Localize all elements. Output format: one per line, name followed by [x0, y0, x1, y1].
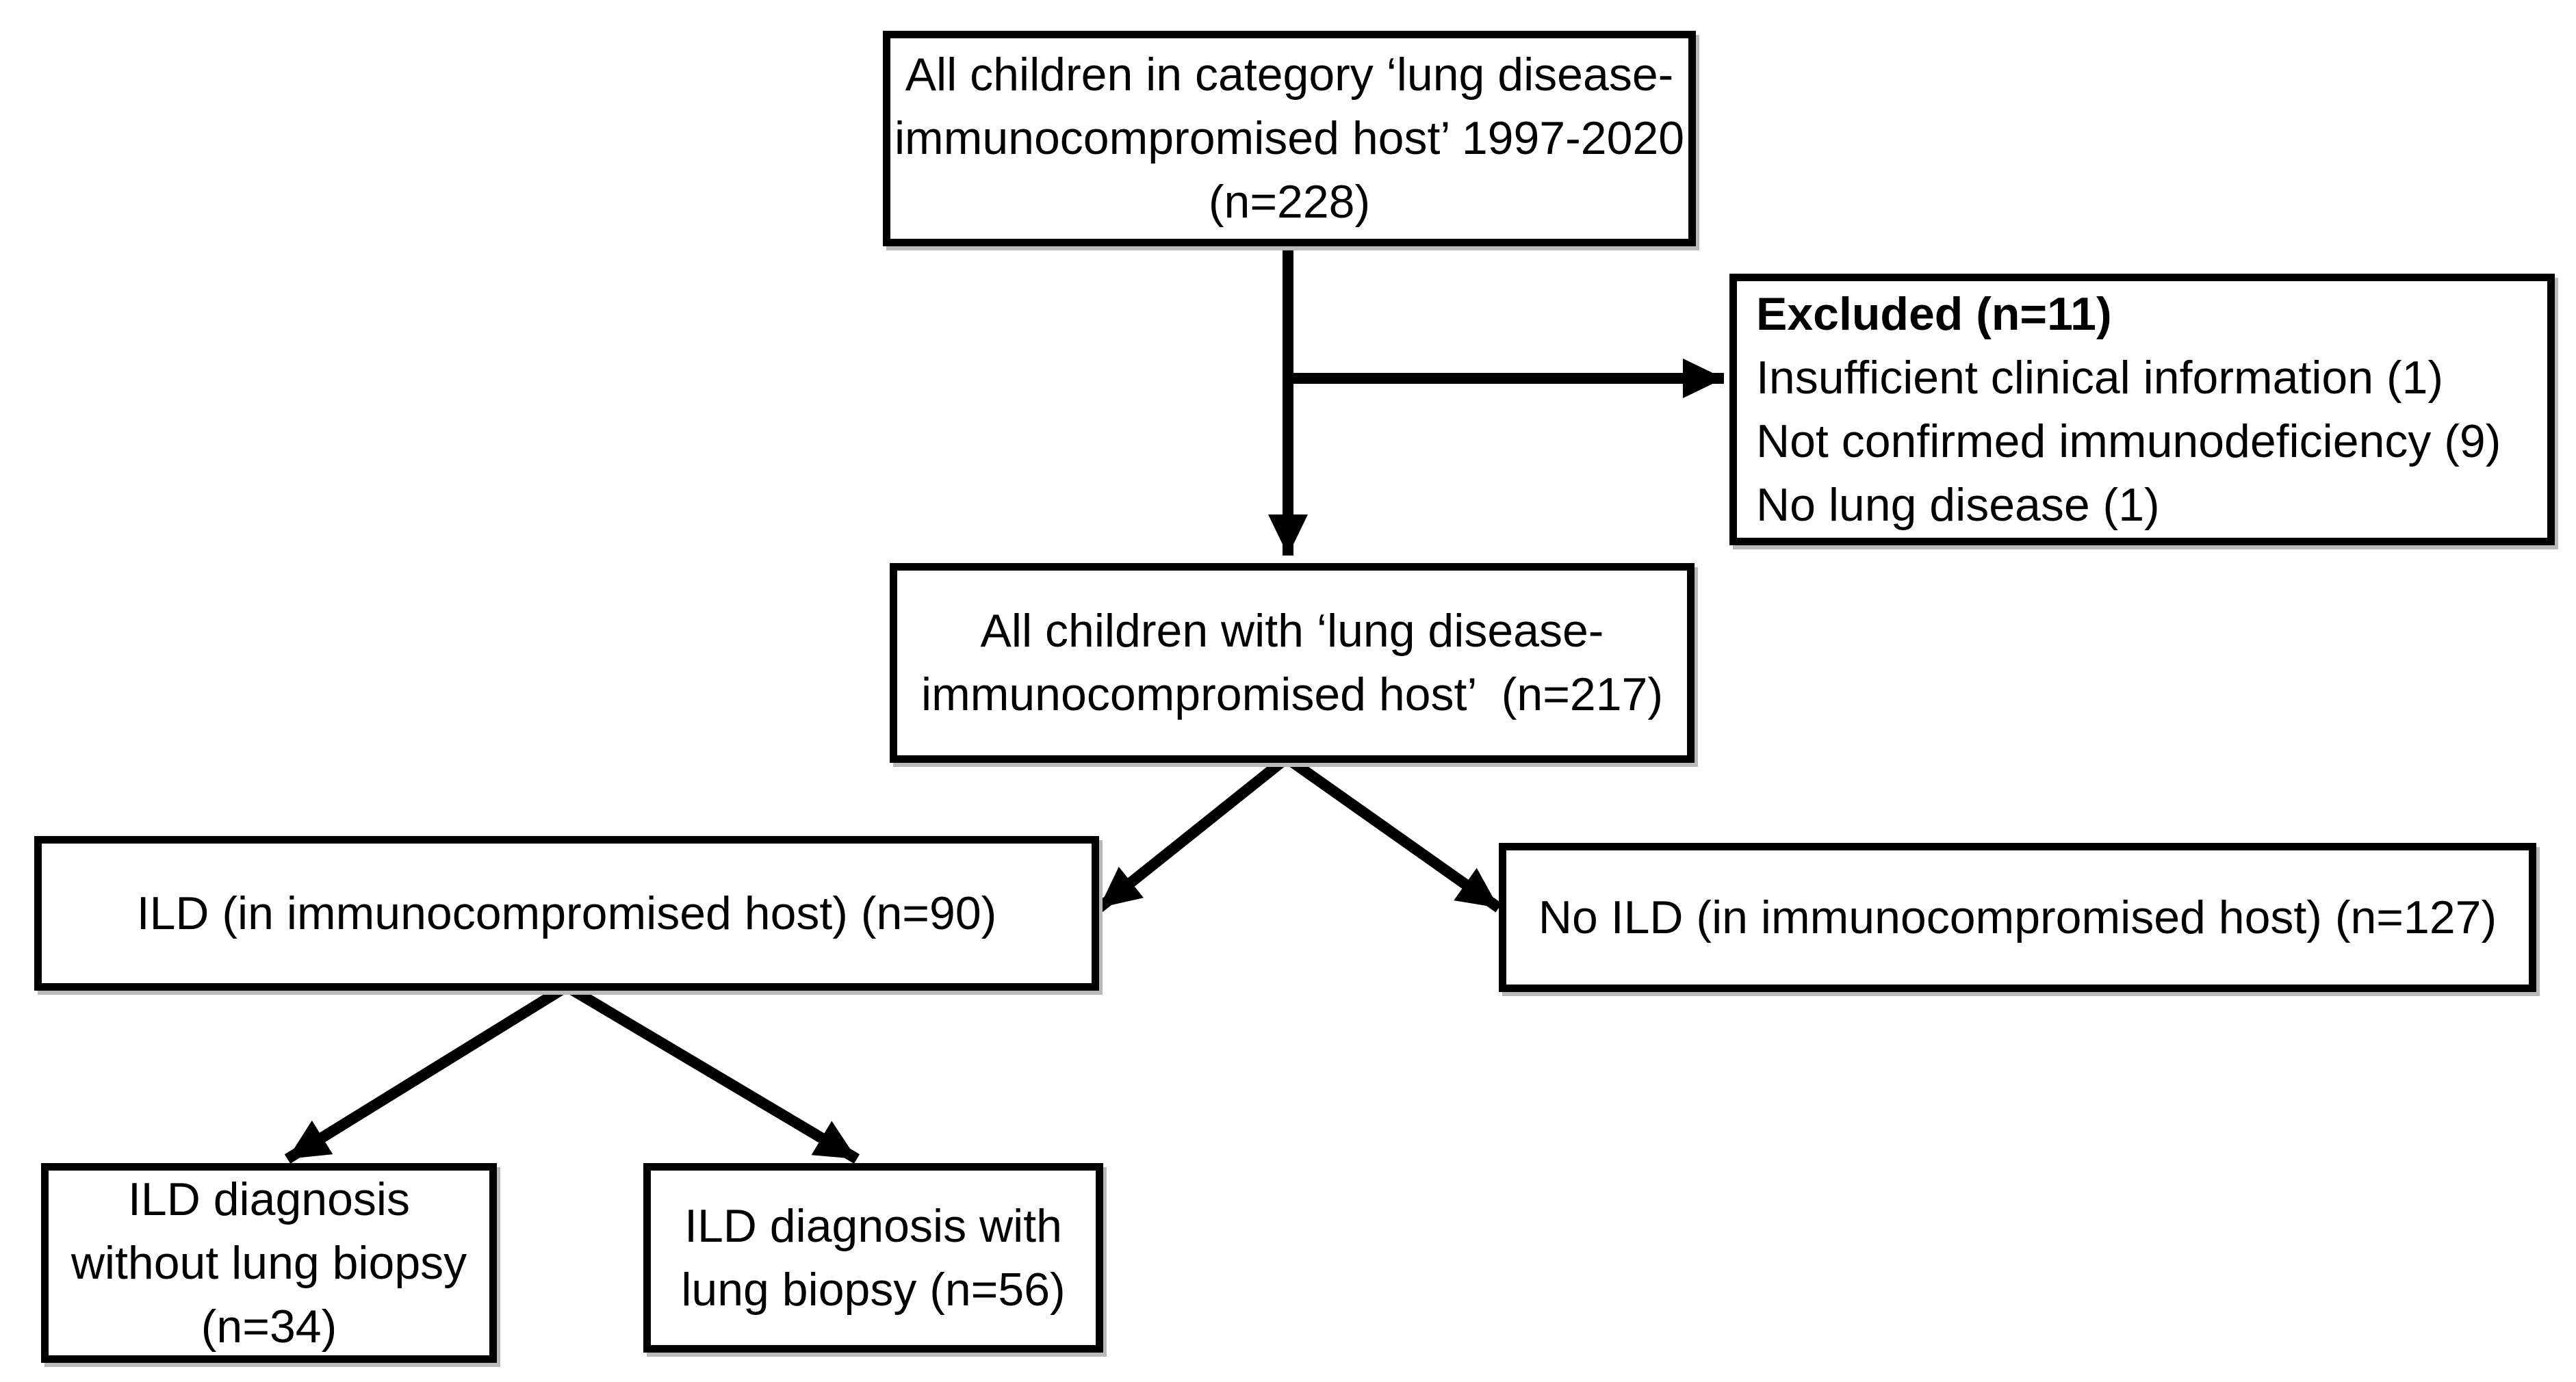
box-ild-label: ILD (in immunocompromised host) (n=90)	[136, 887, 997, 939]
box-ild-without-biopsy-line: ILD diagnosis	[127, 1173, 411, 1225]
box-excluded-reason: Not confirmed immunodeficiency (9)	[1756, 415, 2501, 467]
box-ild-with-biopsy: ILD diagnosis with lung biopsy (n=56)	[643, 1163, 1103, 1353]
box-no-ild-label: No ILD (in immunocompromised host) (n=12…	[1538, 891, 2497, 943]
box-excluded: Excluded (n=11) Insufficient clinical in…	[1729, 274, 2555, 545]
box-all-children-category-line: immunocompromised host’ 1997-2020	[894, 112, 1685, 164]
box-all-children-included: All children with ‘lung disease- immunoc…	[890, 563, 1695, 763]
box-all-children-included-line: All children with ‘lung disease-	[980, 605, 1604, 657]
box-excluded-title: Excluded (n=11)	[1756, 287, 2112, 340]
box-ild-with-biopsy-line: ILD diagnosis with	[684, 1199, 1062, 1252]
box-all-children-included-line: immunocompromised host’ (n=217)	[920, 668, 1664, 720]
connector-included-to-no-ild	[1283, 753, 1502, 913]
box-ild: ILD (in immunocompromised host) (n=90)	[34, 836, 1099, 991]
box-ild-with-biopsy-line: lung biopsy (n=56)	[681, 1263, 1066, 1316]
box-excluded-reason: No lung disease (1)	[1756, 478, 2160, 531]
box-ild-without-biopsy: ILD diagnosis without lung biopsy (n=34)	[41, 1163, 497, 1363]
box-excluded-reason: Insufficient clinical information (1)	[1756, 351, 2444, 404]
box-ild-without-biopsy-line: without lung biopsy	[70, 1236, 467, 1289]
box-all-children-category: All children in category ‘lung disease- …	[883, 31, 1696, 246]
connector-ild-to-without-biopsy	[284, 982, 570, 1164]
box-ild-without-biopsy-line: (n=34)	[201, 1300, 337, 1353]
box-no-ild: No ILD (in immunocompromised host) (n=12…	[1499, 843, 2536, 992]
connector-included-to-ild	[1096, 753, 1290, 913]
box-all-children-category-line: (n=228)	[1208, 176, 1371, 228]
box-all-children-category-line: All children in category ‘lung disease-	[905, 49, 1674, 101]
connector-ild-to-with-biopsy	[563, 982, 860, 1164]
